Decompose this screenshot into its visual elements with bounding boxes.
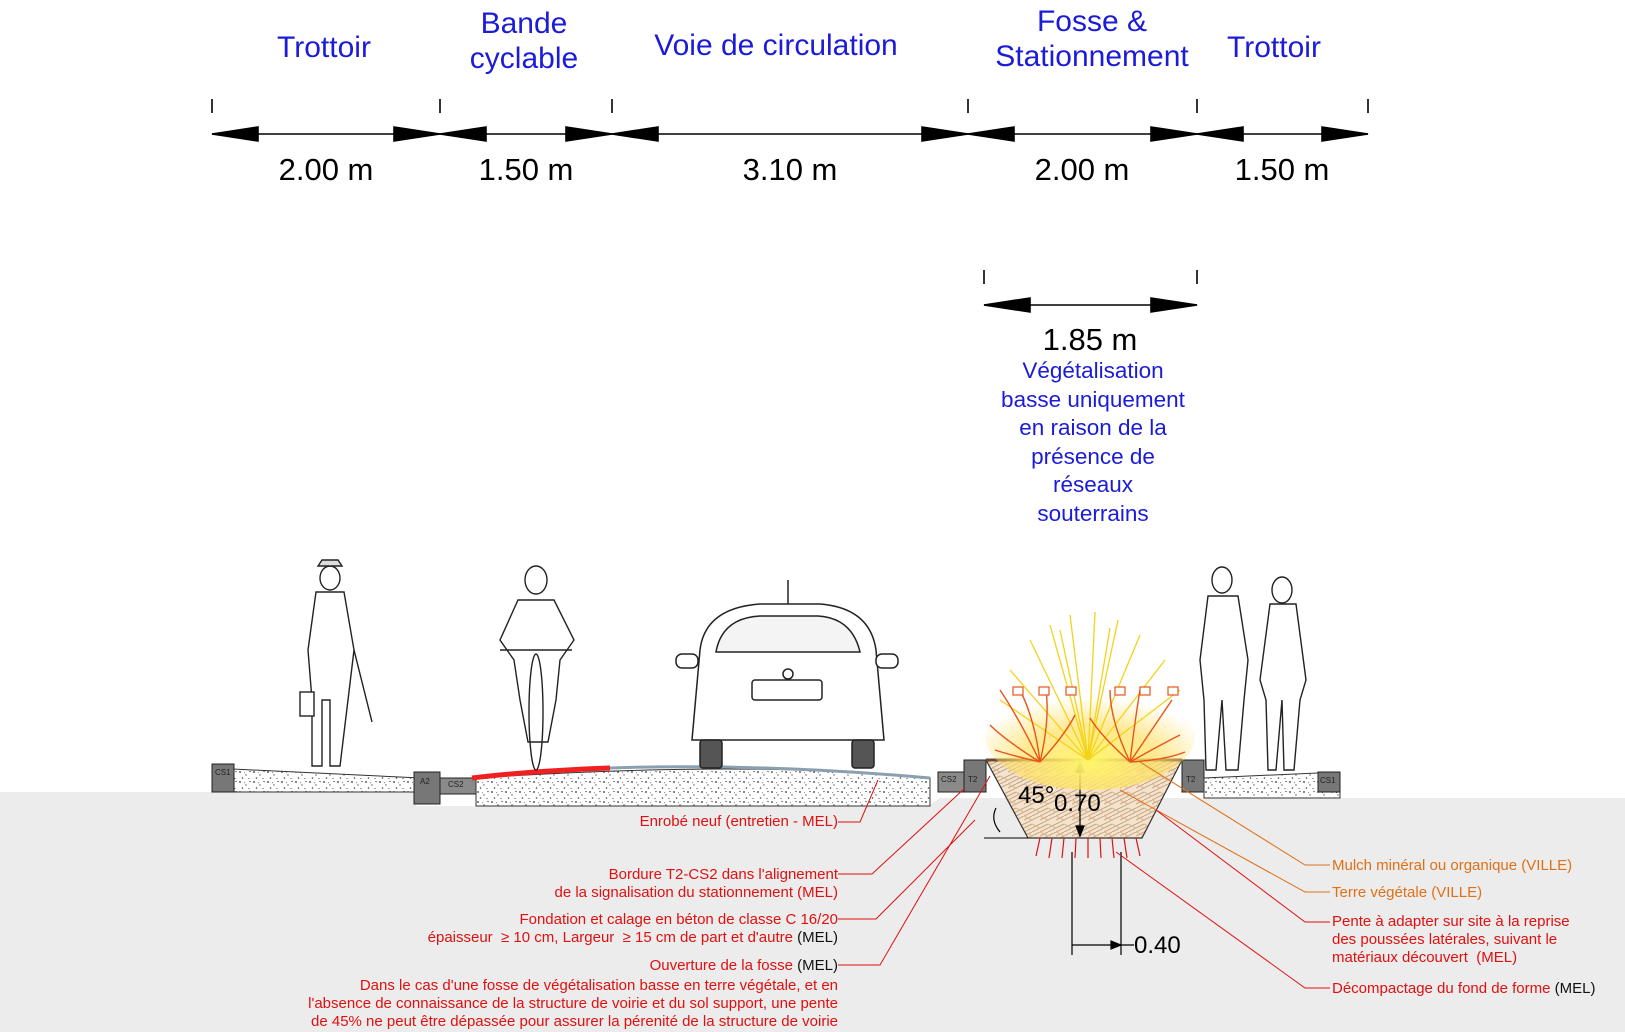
fosse-bottom-label: 0.40 — [1134, 932, 1181, 959]
annotation-ouverture: Ouverture de la fosse (MEL) — [649, 957, 838, 974]
annotation-terre-vegetale: Terre végétale (VILLE) — [1332, 884, 1483, 901]
pedestrian-with-briefcase — [299, 559, 373, 767]
zone-label-fosse-stationnement: Fosse & Stationnement — [995, 5, 1189, 74]
code-cs1-left: CS1 — [215, 768, 231, 777]
code-a2: A2 — [420, 777, 430, 786]
vegetation-note: Végétalisation basse uniquement en raiso… — [1001, 358, 1185, 526]
car-rear-view — [675, 580, 899, 769]
annotation-enrobe: Enrobé neuf (entretien - MEL) — [639, 813, 838, 830]
annotation-bordure: Bordure T2-CS2 dans l'alignement de la s… — [554, 866, 839, 901]
code-cs1-right: CS1 — [1320, 776, 1336, 785]
fosse-dimension-line — [983, 270, 1198, 313]
code-cs2-fosse: CS2 — [941, 775, 957, 784]
top-dimension-line — [211, 99, 1369, 142]
zone-label-bande-cyclable: Bande cyclable — [469, 7, 579, 76]
fosse-angle-label: 45° — [1018, 782, 1055, 809]
width-label-trottoir-right: 1.50 m — [1234, 152, 1330, 187]
annotation-pente-45: Dans le cas d'une fosse de végétalisatio… — [308, 977, 838, 1030]
annotation-decompactage: Décompactage du fond de forme (MEL) — [1332, 980, 1596, 997]
zone-label-trottoir-left: Trottoir — [277, 31, 371, 64]
width-label-bande-cyclable: 1.50 m — [478, 152, 574, 187]
code-cs2-left: CS2 — [448, 780, 464, 789]
fosse-depth-label: 0.70 — [1054, 790, 1101, 817]
fosse-planting-width: 1.85 m — [1042, 322, 1138, 357]
code-t2-right: T2 — [1186, 775, 1196, 784]
ground — [0, 792, 1625, 1032]
annotation-pente-adapter: Pente à adapter sur site à la reprise de… — [1332, 913, 1570, 966]
width-label-fosse: 2.00 m — [1034, 152, 1130, 187]
code-t2-left: T2 — [968, 775, 978, 784]
leader-lines — [838, 761, 1330, 989]
cyclist — [499, 565, 575, 771]
zone-label-trottoir-right: Trottoir — [1227, 31, 1321, 64]
zone-label-voie-circulation: Voie de circulation — [654, 29, 898, 62]
annotation-mulch: Mulch minéral ou organique (VILLE) — [1332, 857, 1573, 874]
width-label-trottoir-left: 2.00 m — [278, 152, 374, 187]
couple-walking — [1199, 566, 1307, 771]
vegetation-illustration — [985, 611, 1195, 790]
annotation-fondation: Fondation et calage en béton de classe C… — [427, 911, 838, 946]
width-label-voie-circulation: 3.10 m — [742, 152, 838, 187]
